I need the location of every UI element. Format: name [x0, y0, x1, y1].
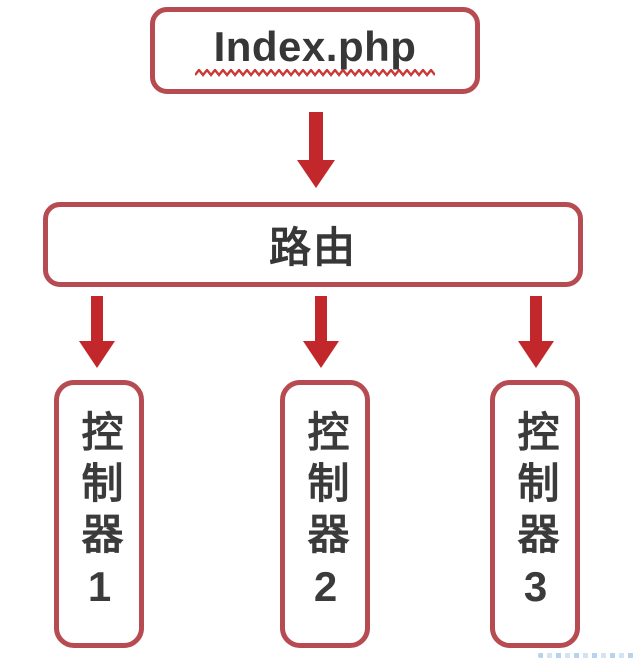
node-router-label: 路由 [268, 224, 357, 271]
node-controller-1: 控制器1 [54, 380, 144, 648]
arrow-router-to-controller-3 [518, 296, 554, 368]
watermark-fragment [538, 653, 634, 658]
node-controller-3: 控制器3 [490, 380, 580, 648]
arrow-router-to-controller-2 [303, 296, 339, 368]
spellcheck-squiggle-underline [195, 69, 435, 77]
arrow-shaft [91, 296, 103, 341]
node-index-php-label: Index.php [213, 22, 417, 70]
arrow-router-to-controller-1 [79, 296, 115, 368]
arrow-shaft [530, 296, 542, 341]
arrow-head-icon [297, 160, 335, 188]
arrow-head-icon [303, 341, 339, 368]
node-router: 路由 [43, 202, 583, 287]
node-index-php: Index.php [150, 7, 480, 94]
node-controller-1-label: 控制器1 [76, 409, 123, 619]
arrow-shaft [315, 296, 327, 341]
arrow-head-icon [79, 341, 115, 368]
arrow-shaft [309, 112, 323, 160]
arrow-index-to-router [297, 112, 335, 188]
node-controller-2: 控制器2 [280, 380, 370, 648]
node-controller-3-label: 控制器3 [512, 409, 559, 619]
arrow-head-icon [518, 341, 554, 368]
node-controller-2-label: 控制器2 [302, 409, 349, 619]
